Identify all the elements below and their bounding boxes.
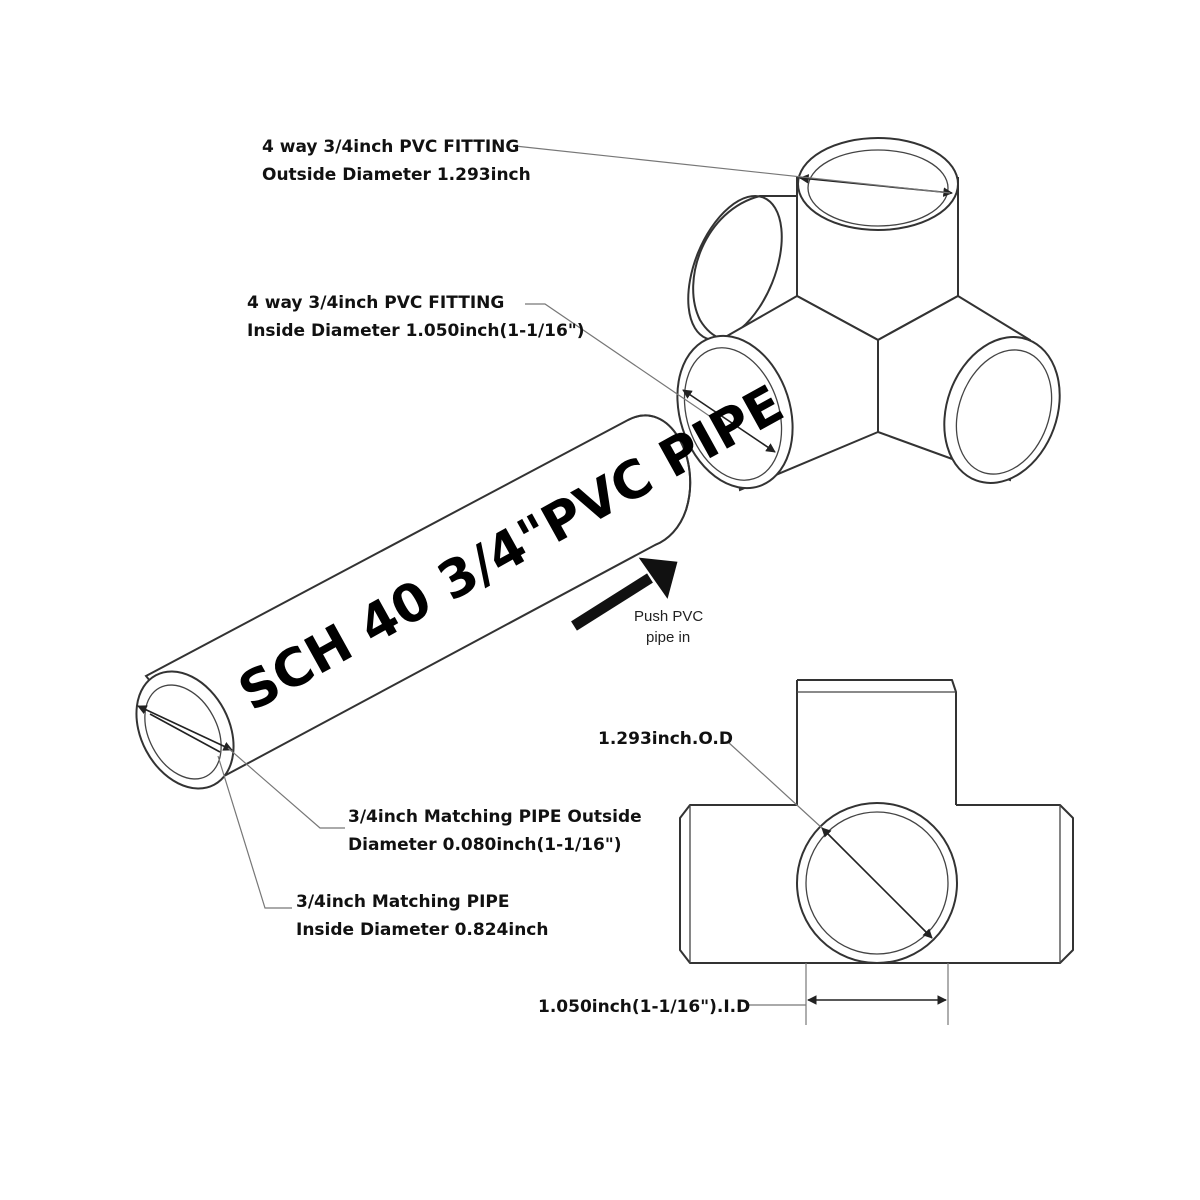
- fitting-3d: [676, 137, 1061, 492]
- front-id-label: 1.050inch(1-1/16").I.D: [538, 997, 750, 1017]
- fitting-id-label-line1: 4 way 3/4inch PVC FITTING: [247, 293, 504, 313]
- front-od-leader: [727, 741, 823, 829]
- pipe-id-leader: [217, 755, 292, 909]
- push-arrow: [571, 557, 678, 631]
- fitting-id-leader: [525, 303, 731, 431]
- pipe-title: SCH 40 3/4"PVC PIPE: [229, 374, 793, 723]
- front-view-socket-inner: [805, 811, 949, 955]
- pipe-far-end: [627, 414, 692, 546]
- fitting-front-view: [679, 679, 1074, 1025]
- fitting-od-leader: [514, 145, 951, 194]
- fitting-od-label-line1: 4 way 3/4inch PVC FITTING: [262, 137, 519, 157]
- pipe-od-dimension: [137, 705, 233, 751]
- pipe-id-label-line1: 3/4inch Matching PIPE: [296, 892, 509, 912]
- fitting-od-label-line2: Outside Diameter 1.293inch: [262, 165, 531, 185]
- pipe-id-label-line2: Inside Diameter 0.824inch: [296, 920, 549, 940]
- pipe-od-leader: [227, 747, 345, 829]
- pipe-id-dimension: [149, 713, 221, 753]
- fitting-socket-right: [877, 294, 1061, 484]
- front-od-label: 1.293inch.O.D: [598, 729, 733, 749]
- fitting-id-label-line2: Inside Diameter 1.050inch(1-1/16"): [247, 321, 584, 341]
- pipe-od-label-line1: 3/4inch Matching PIPE Outside: [348, 807, 642, 827]
- push-label-line2: pipe in: [646, 629, 690, 646]
- front-view-od-dimension: [821, 827, 933, 939]
- fitting-id-dimension: [682, 389, 776, 453]
- pipe-od-label-line2: Diameter 0.080inch(1-1/16"): [348, 835, 621, 855]
- push-label-line1: Push PVC: [634, 608, 703, 625]
- front-view-top-stub: [796, 679, 957, 805]
